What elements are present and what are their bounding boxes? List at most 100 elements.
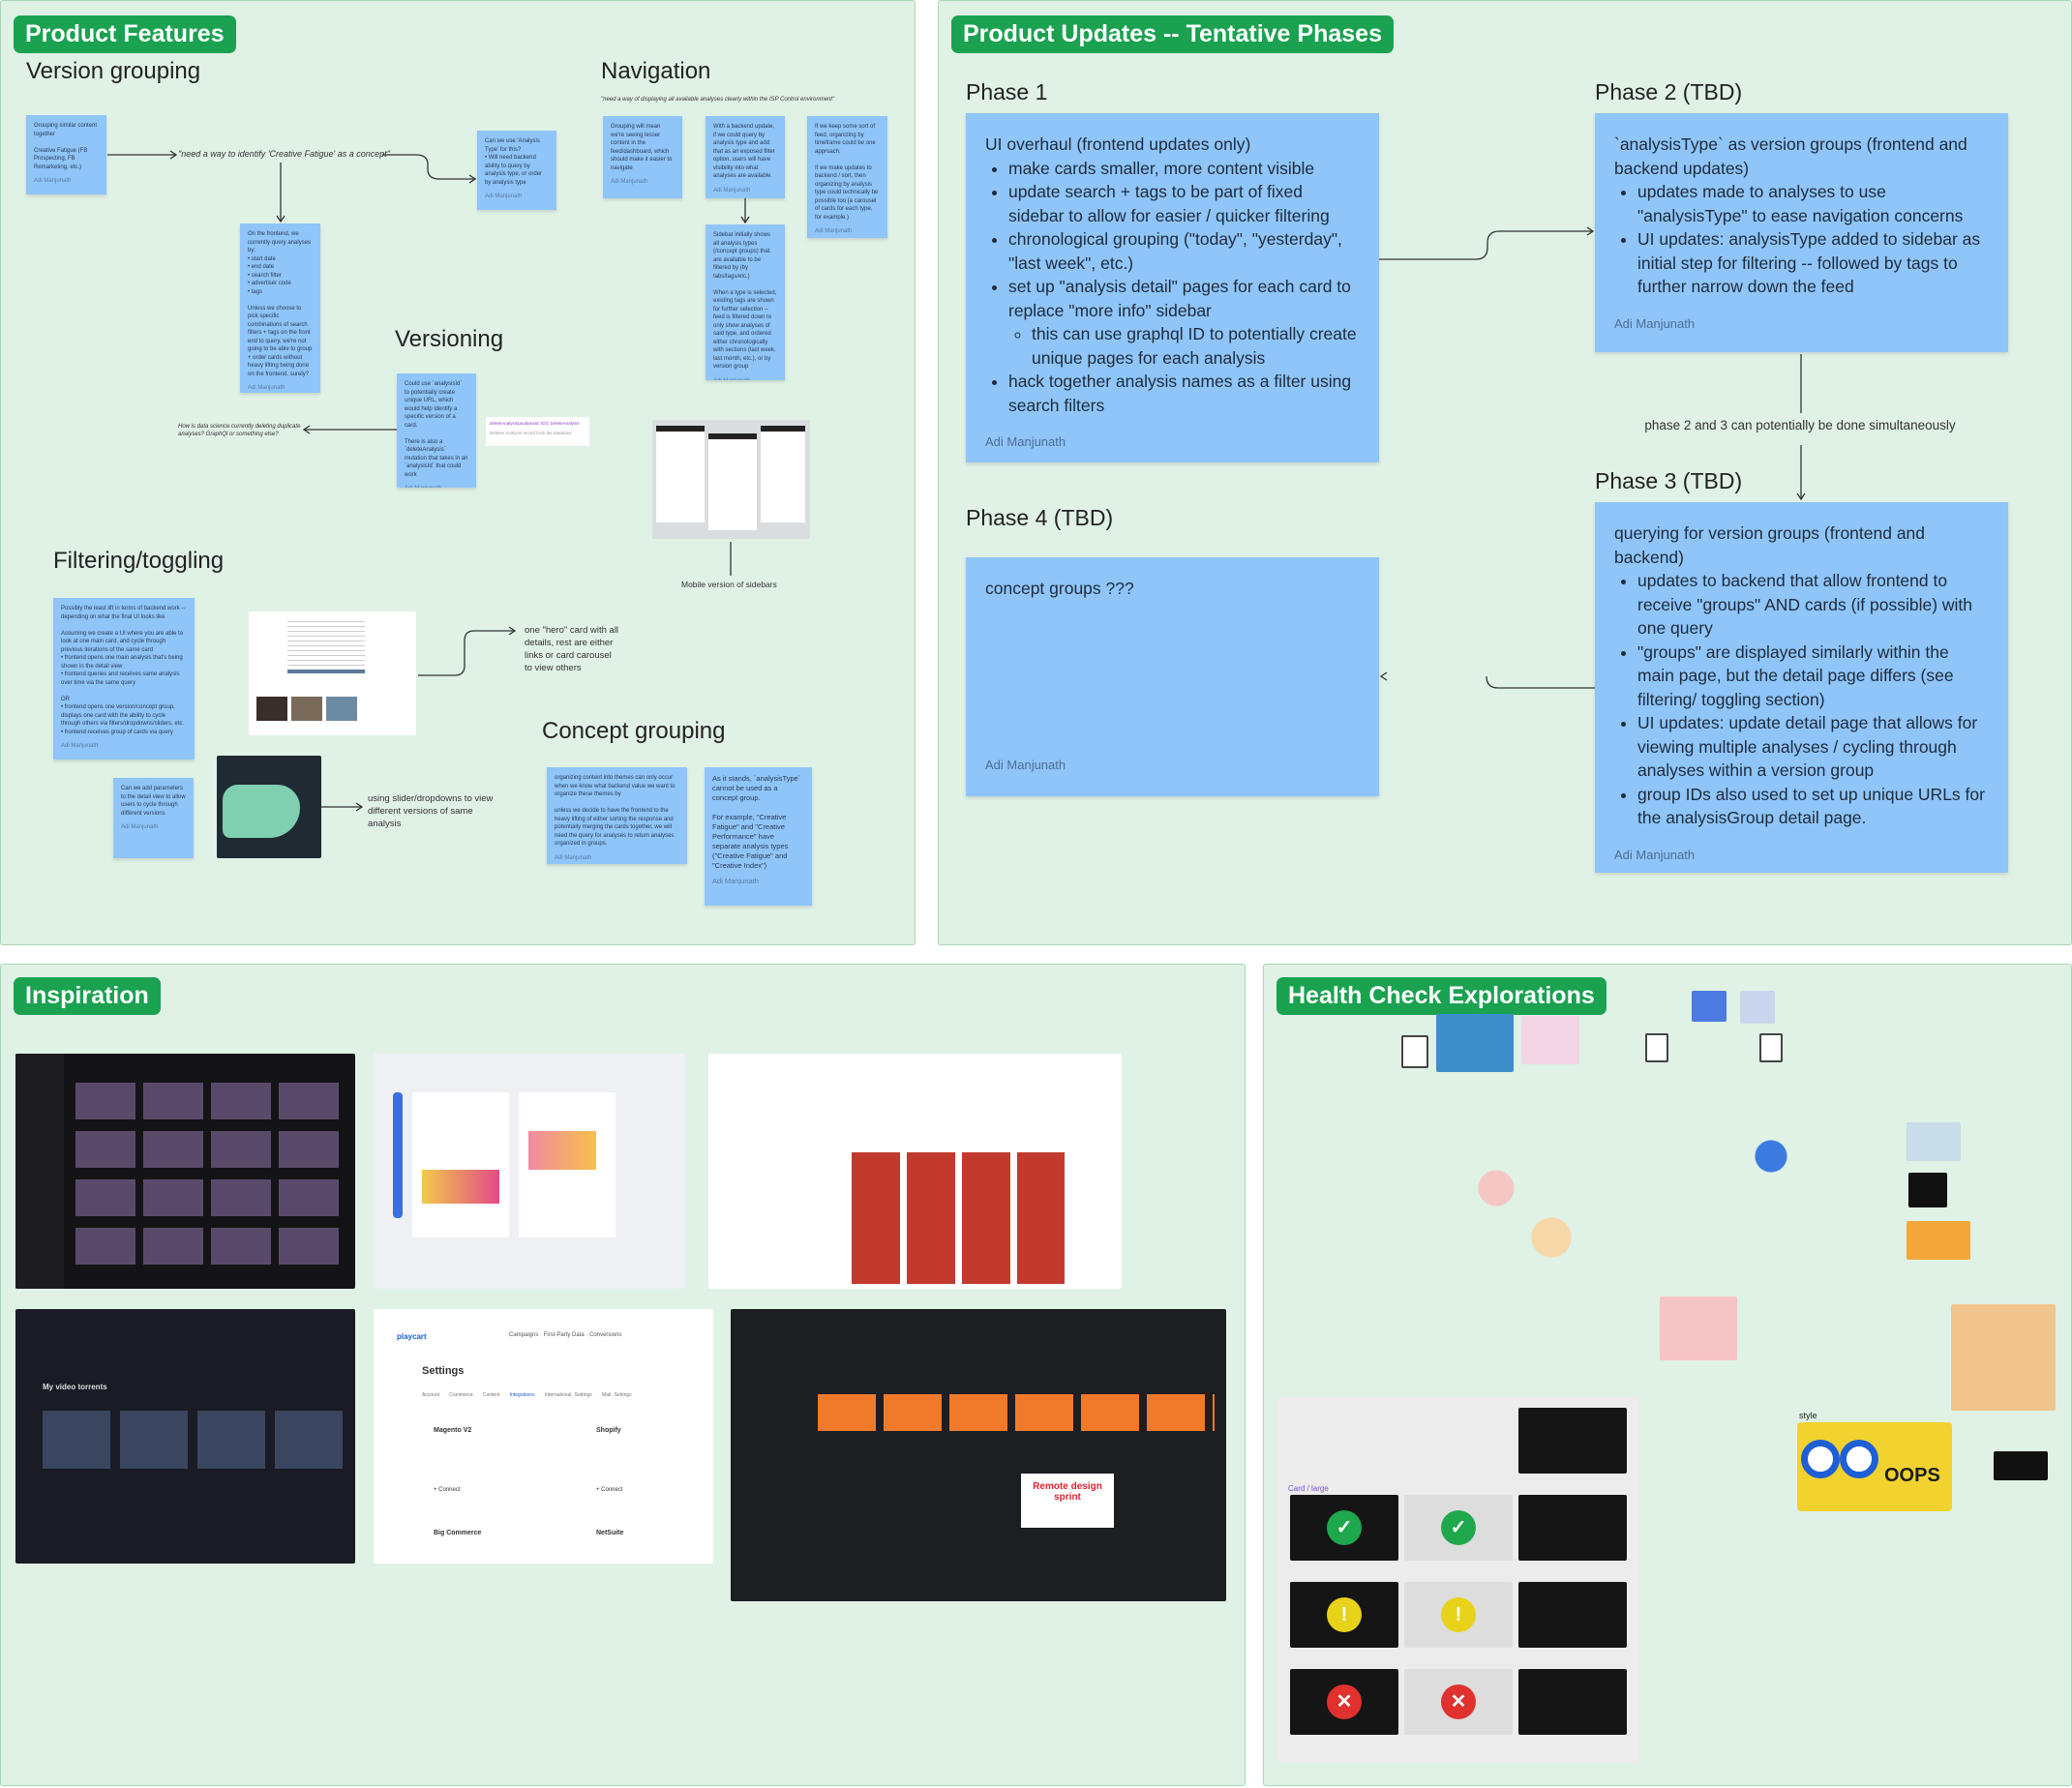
inspiration-social-light[interactable] [374,1054,685,1289]
sticky-note[interactable]: Grouping similar content together Creati… [26,115,106,194]
health-check-card[interactable] [1518,1408,1627,1474]
sticky-author: Adi Manjunath [712,877,759,885]
sticky-note[interactable]: Possibly the least lift in terms of back… [53,598,195,760]
template-card: Remote design sprint [1021,1474,1114,1528]
phase1-bullet-text: set up "analysis detail" pages for each … [1008,277,1351,320]
sticky-author: Adi Manjunath [611,179,648,185]
sticky-note[interactable]: On the frontend, we currently query anal… [240,224,320,393]
sticky-note[interactable]: Sidebar initially shows all analysis typ… [706,224,785,380]
integration-name: Shopify [596,1427,621,1434]
sticky-text: Grouping similar content together Creati… [34,123,98,170]
sticky-note[interactable]: Could use `analysisId` to potentially cr… [397,373,476,488]
feed-image [528,1131,596,1170]
error-icon: ✕ [1441,1684,1476,1719]
phase1-author: Adi Manjunath [985,434,1066,449]
inspiration-image-search[interactable] [708,1054,1122,1289]
phase1-bullet: make cards smaller, more content visible [1008,157,1360,181]
health-check-card[interactable] [1518,1495,1627,1561]
illustration-cluster [1723,1113,1819,1258]
inspiration-playcart-settings[interactable]: playcart Campaigns · First-Party Data · … [374,1309,713,1564]
tab: Integrations [509,1392,535,1398]
playcart-nav: Campaigns · First-Party Data · Conversio… [509,1332,622,1338]
health-check-card[interactable]: ✓ [1290,1495,1398,1561]
product-updates-tag: Product Updates -- Tentative Phases [951,15,1394,53]
connect-button[interactable]: + Connect [596,1487,623,1493]
connect-button[interactable]: + Connect [434,1487,461,1493]
sticky-author: Adi Manjunath [815,228,853,234]
phase2-author: Adi Manjunath [1614,315,1696,331]
slider-note: using slider/dropdowns to view different… [368,793,494,829]
health-check-card[interactable]: ! [1290,1582,1398,1648]
tab: Account [422,1392,440,1398]
torrents-title: My video torrents [43,1383,107,1391]
phase3-bullet: updates to backend that allow frontend t… [1637,569,1989,641]
phase1-bullet: chronological grouping ("today", "yester… [1008,227,1360,275]
check-icon: ✓ [1327,1510,1362,1545]
sticky-note[interactable]: Grouping will mean we're seeing lesser c… [603,116,682,198]
illustration-thumb [1740,991,1775,1024]
settings-title: Settings [422,1365,465,1377]
inspiration-templates-dark[interactable]: Remote design sprint [731,1309,1226,1601]
illustration-thumb [1907,1221,1970,1260]
hero-card-screenshot[interactable] [249,611,416,735]
product-features-tag: Product Features [14,15,236,53]
health-check-card[interactable]: ✕ [1290,1669,1398,1735]
oops-text: OOPS [1884,1465,1940,1486]
phase4-card[interactable]: concept groups ??? Adi Manjunath [966,557,1379,796]
checklist-icon [1759,1033,1783,1062]
hero-card-note: one "hero" card with all details, rest a… [525,625,619,673]
phone-mockup [761,426,805,522]
health-check-card[interactable] [1518,1669,1627,1735]
health-check-card[interactable]: ✓ [1404,1495,1513,1561]
sticky-note[interactable]: With a backend update, if we could query… [706,116,785,198]
phone-mockup [656,426,705,522]
playcart-logo: playcart [397,1332,427,1341]
sticky-note[interactable]: Can we use 'Analysis Type' for this? • W… [477,131,556,210]
inspiration-torrents-dark[interactable]: My video torrents [15,1309,355,1564]
health-check-card[interactable] [1518,1582,1627,1648]
concept-grouping-title: Concept grouping [542,718,726,744]
us-map-screenshot[interactable] [217,756,321,858]
mobile-sidebar-mockups[interactable] [652,420,810,539]
settings-tabs: Account Commerce Content Integrations In… [422,1392,632,1398]
version-grouping-title: Version grouping [26,58,201,84]
sticky-text: Sidebar initially shows all analysis typ… [713,232,777,370]
tab: International Settings [544,1392,592,1398]
torrent-grid [43,1411,343,1469]
us-map [223,785,300,838]
sticky-text: Could use `analysisId` to potentially cr… [405,381,468,478]
versioning-title: Versioning [395,326,504,352]
sticky-author: Adi Manjunath [555,854,592,861]
illustration-thumb [1692,991,1727,1022]
sticky-text: As it stands, `analysisType` cannot be u… [712,774,801,870]
tab: Commerce [449,1392,473,1398]
image-grid [852,1152,1065,1284]
health-check-card[interactable]: ! [1404,1582,1513,1648]
phone-mockup [708,433,757,530]
sticky-author: Adi Manjunath [713,377,777,381]
warning-triangle-icon [1436,1014,1514,1072]
phase2-intro: `analysisType` as version groups (fronte… [1614,134,1967,178]
sticky-note[interactable]: As it stands, `analysisType` cannot be u… [705,767,812,906]
sticky-text: On the frontend, we currently query anal… [248,231,313,377]
illustration-thumb [1521,1016,1579,1064]
phase3-card[interactable]: querying for version groups (frontend an… [1595,502,2008,873]
nav-item: First-Party Data [543,1332,585,1338]
inspiration-video-dark[interactable] [15,1054,355,1289]
versioning-question: How is data science currently deleting d… [178,424,301,437]
sticky-note[interactable]: organizing content into themes can only … [547,767,687,864]
feed-image [422,1170,499,1204]
phase2-card[interactable]: `analysisType` as version groups (fronte… [1595,113,2008,352]
feed-card [412,1092,509,1237]
sticky-text: Grouping will mean we're seeing lesser c… [611,124,673,171]
navigation-quote: "need a way of displaying all available … [601,97,835,103]
sticky-note[interactable]: If we keep some sort of feed, organizing… [807,116,887,238]
health-check-card[interactable]: ✕ [1404,1669,1513,1735]
glasses-icon [1840,1440,1878,1478]
sticky-author: Adi Manjunath [248,385,285,391]
nav-item: Campaigns [509,1332,539,1338]
phase1-card[interactable]: UI overhaul (frontend updates only) make… [966,113,1379,462]
error-icon: ✕ [1327,1684,1362,1719]
sticky-note[interactable]: Can we add parameters to the detail view… [113,778,194,858]
phase3-intro: querying for version groups (frontend an… [1614,523,1926,567]
